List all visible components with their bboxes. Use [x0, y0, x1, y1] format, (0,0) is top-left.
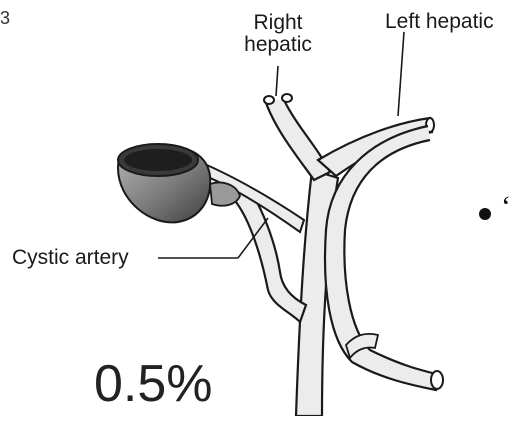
portal-tip	[431, 371, 443, 389]
right-hepatic-label-line1: Right	[222, 12, 334, 34]
cystic-artery-label: Cystic artery	[12, 247, 129, 269]
right-hepatic-leader	[276, 66, 278, 96]
corner-glyph: 3	[0, 8, 10, 29]
left-hepatic-leader	[398, 32, 404, 116]
right-hepatic-label: Right hepatic	[222, 12, 334, 56]
gallbladder-opening-rim	[124, 149, 192, 171]
left-hepatic-label: Left hepatic	[385, 11, 494, 33]
bullet-dot	[479, 208, 491, 220]
percentage-caption: 0.5%	[94, 356, 213, 412]
right-hepatic-label-line2: hepatic	[222, 34, 334, 56]
right-hepatic-tip-a	[264, 96, 274, 104]
right-hepatic-vessel	[265, 100, 330, 180]
right-hepatic-tip-b	[282, 94, 292, 102]
quote-glyph: ‘	[501, 190, 511, 224]
